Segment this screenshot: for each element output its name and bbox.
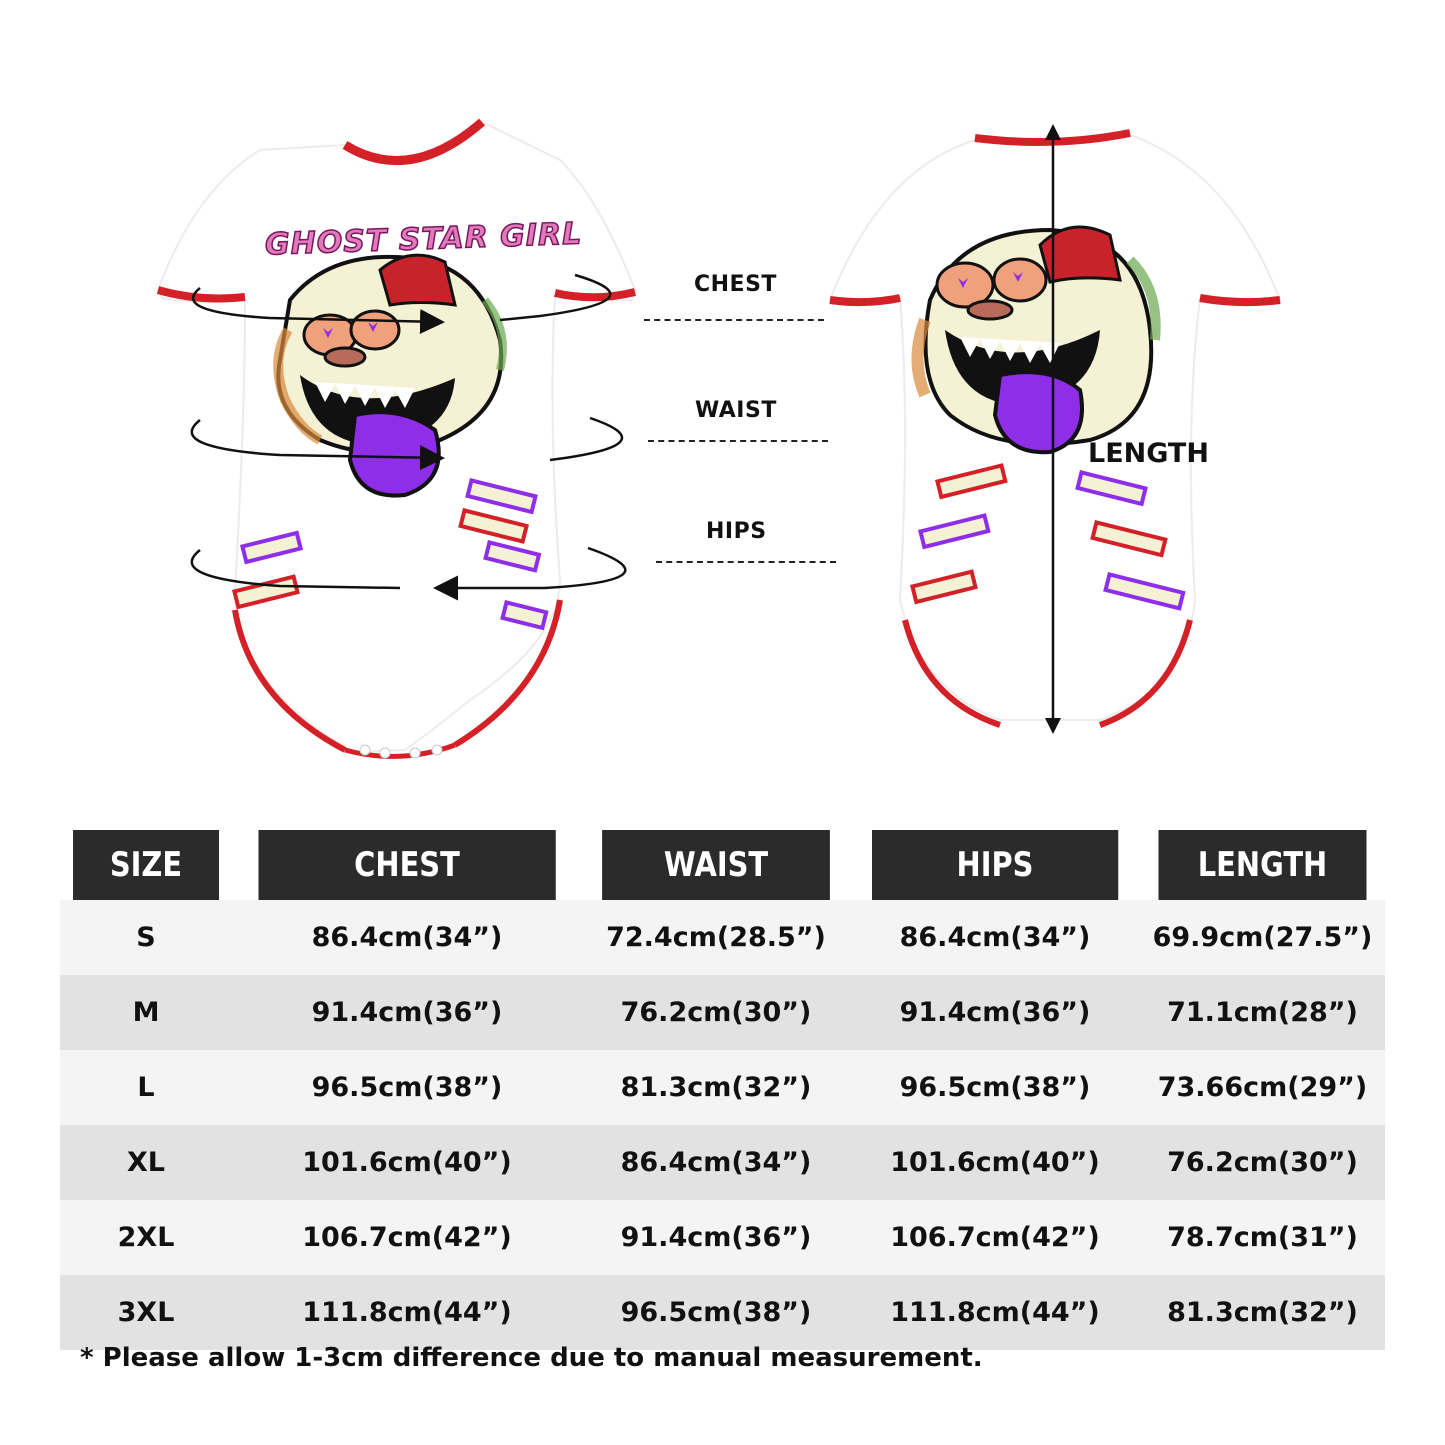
waist-label: WAIST xyxy=(695,398,777,423)
length-measure-arrow xyxy=(1045,124,1061,734)
table-row: 2XL 106.7cm(42”) 91.4cm(36”) 106.7cm(42”… xyxy=(60,1200,1385,1275)
waist-cell: 86.4cm(34”) xyxy=(582,1125,850,1200)
waist-cell: 96.5cm(38”) xyxy=(582,1275,850,1350)
size-cell: 2XL xyxy=(60,1200,232,1275)
chest-cell: 91.4cm(36”) xyxy=(232,975,582,1050)
chest-label: CHEST xyxy=(694,272,777,297)
hips-cell: 86.4cm(34”) xyxy=(850,900,1140,975)
hips-label: HIPS xyxy=(706,519,767,544)
garment-diagram: GHOST STAR GIRL CHEST WAIST HIPS LENGTH xyxy=(156,118,1282,759)
chest-dashed-line xyxy=(644,319,824,321)
hips-dashed-line xyxy=(656,561,836,563)
stripe-decorations xyxy=(232,478,549,631)
chest-cell: 106.7cm(42”) xyxy=(232,1200,582,1275)
ghost-face-graphic xyxy=(273,253,507,498)
size-cell: XL xyxy=(60,1125,232,1200)
size-cell: S xyxy=(60,900,232,975)
chest-cell: 86.4cm(34”) xyxy=(232,900,582,975)
header-length: LENGTH xyxy=(1158,830,1367,900)
back-ghost-face-graphic xyxy=(911,225,1161,455)
hips-cell: 111.8cm(44”) xyxy=(850,1275,1140,1350)
hips-cell: 101.6cm(40”) xyxy=(850,1125,1140,1200)
chest-cell: 111.8cm(44”) xyxy=(232,1275,582,1350)
table-row: S 86.4cm(34”) 72.4cm(28.5”) 86.4cm(34”) … xyxy=(60,900,1385,975)
back-stripe-decorations xyxy=(910,463,1186,611)
length-cell: 81.3cm(32”) xyxy=(1140,1275,1385,1350)
chest-cell: 96.5cm(38”) xyxy=(232,1050,582,1125)
hips-measure-ring xyxy=(190,546,627,601)
header-waist: WAIST xyxy=(602,830,830,900)
hips-cell: 106.7cm(42”) xyxy=(850,1200,1140,1275)
header-chest: CHEST xyxy=(258,830,556,900)
front-bodysuit-image xyxy=(156,118,637,759)
waist-cell: 81.3cm(32”) xyxy=(582,1050,850,1125)
hips-cell: 96.5cm(38”) xyxy=(850,1050,1140,1125)
table-row: M 91.4cm(36”) 76.2cm(30”) 91.4cm(36”) 71… xyxy=(60,975,1385,1050)
waist-cell: 76.2cm(30”) xyxy=(582,975,850,1050)
garment-illustrations xyxy=(156,118,1282,759)
size-cell: 3XL xyxy=(60,1275,232,1350)
length-cell: 73.66cm(29”) xyxy=(1140,1050,1385,1125)
chest-measure-ring xyxy=(192,273,612,335)
waist-cell: 91.4cm(36”) xyxy=(582,1200,850,1275)
header-hips: HIPS xyxy=(871,830,1119,900)
size-chart-table: SIZE CHEST WAIST HIPS LENGTH S 86.4cm(34… xyxy=(60,830,1385,1350)
back-bodysuit-image xyxy=(828,124,1282,734)
length-cell: 69.9cm(27.5”) xyxy=(1140,900,1385,975)
table-row: 3XL 111.8cm(44”) 96.5cm(38”) 111.8cm(44”… xyxy=(60,1275,1385,1350)
waist-measure-ring xyxy=(190,416,624,471)
chest-cell: 101.6cm(40”) xyxy=(232,1125,582,1200)
size-cell: L xyxy=(60,1050,232,1125)
length-label: LENGTH xyxy=(1088,438,1209,469)
header-size: SIZE xyxy=(72,830,220,900)
table-row: L 96.5cm(38”) 81.3cm(32”) 96.5cm(38”) 73… xyxy=(60,1050,1385,1125)
length-cell: 76.2cm(30”) xyxy=(1140,1125,1385,1200)
table-row: XL 101.6cm(40”) 86.4cm(34”) 101.6cm(40”)… xyxy=(60,1125,1385,1200)
length-cell: 78.7cm(31”) xyxy=(1140,1200,1385,1275)
waist-dashed-line xyxy=(648,440,828,442)
length-cell: 71.1cm(28”) xyxy=(1140,975,1385,1050)
table-header-row: SIZE CHEST WAIST HIPS LENGTH xyxy=(60,830,1385,900)
measurement-footnote: * Please allow 1-3cm difference due to m… xyxy=(80,1343,983,1373)
hips-cell: 91.4cm(36”) xyxy=(850,975,1140,1050)
waist-cell: 72.4cm(28.5”) xyxy=(582,900,850,975)
size-cell: M xyxy=(60,975,232,1050)
